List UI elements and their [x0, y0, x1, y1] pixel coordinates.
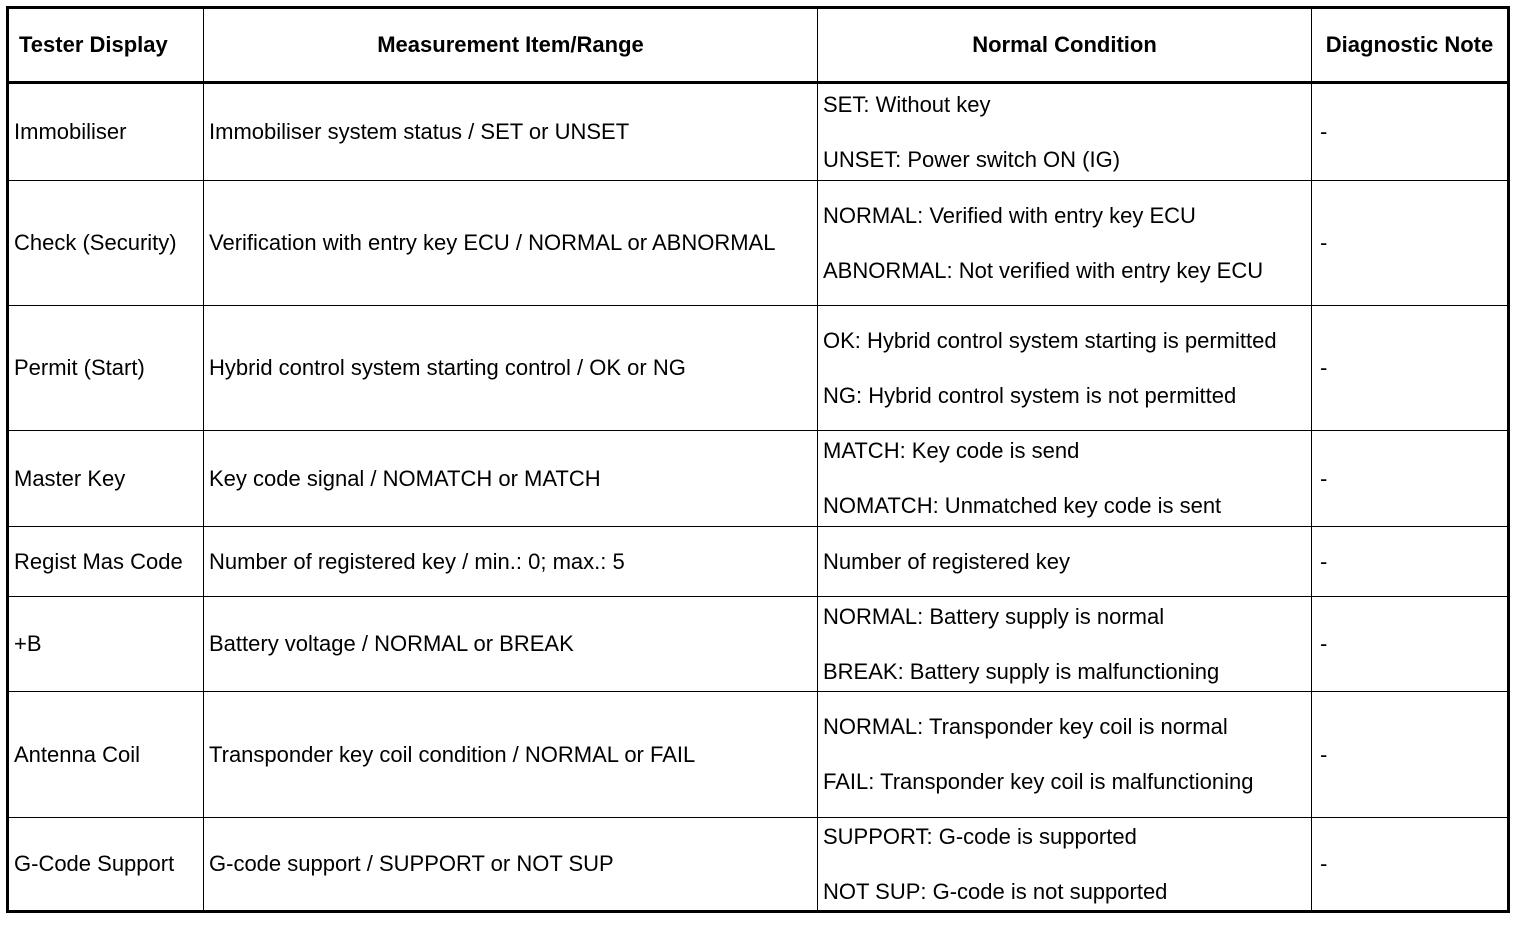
- table-row: +B Battery voltage / NORMAL or BREAK NOR…: [7, 596, 1509, 692]
- cell-tester-display: Immobiliser: [7, 82, 204, 181]
- table-row: G-Code Support G-code support / SUPPORT …: [7, 817, 1509, 912]
- cell-diagnostic-note: -: [1311, 305, 1509, 431]
- cell-measurement: Transponder key coil condition / NORMAL …: [203, 691, 818, 818]
- condition-line: Number of registered key: [823, 548, 1070, 574]
- cell-normal-condition: NORMAL: Verified with entry key ECU ABNO…: [817, 180, 1312, 306]
- cell-normal-condition: NORMAL: Transponder key coil is normal F…: [817, 691, 1312, 818]
- cell-measurement: Immobiliser system status / SET or UNSET: [203, 82, 818, 181]
- cell-diagnostic-note: -: [1311, 82, 1509, 181]
- header-normal-condition: Normal Condition: [817, 7, 1312, 84]
- cell-tester-display: G-Code Support: [7, 817, 204, 912]
- condition-line: NORMAL: Battery supply is normal: [823, 603, 1165, 629]
- cell-diagnostic-note: -: [1311, 180, 1509, 306]
- table-row: Immobiliser Immobiliser system status / …: [7, 82, 1509, 181]
- condition-line: NOT SUP: G-code is not supported: [823, 878, 1168, 904]
- cell-normal-condition: MATCH: Key code is send NOMATCH: Unmatch…: [817, 430, 1312, 527]
- table-row: Regist Mas Code Number of registered key…: [7, 526, 1509, 597]
- cell-tester-display: Antenna Coil: [7, 691, 204, 818]
- table-row: Check (Security) Verification with entry…: [7, 180, 1509, 306]
- cell-normal-condition: NORMAL: Battery supply is normal BREAK: …: [817, 596, 1312, 692]
- header-tester-display: Tester Display: [7, 7, 204, 84]
- cell-tester-display: Regist Mas Code: [7, 526, 204, 597]
- table-row: Permit (Start) Hybrid control system sta…: [7, 305, 1509, 431]
- table-row: Antenna Coil Transponder key coil condit…: [7, 691, 1509, 818]
- cell-tester-display: Permit (Start): [7, 305, 204, 431]
- condition-line: NG: Hybrid control system is not permitt…: [823, 382, 1237, 408]
- cell-diagnostic-note: -: [1311, 526, 1509, 597]
- cell-normal-condition: Number of registered key: [817, 526, 1312, 597]
- header-diagnostic-note: Diagnostic Note: [1311, 7, 1509, 84]
- condition-line: ABNORMAL: Not verified with entry key EC…: [823, 257, 1264, 283]
- cell-diagnostic-note: -: [1311, 817, 1509, 912]
- condition-line: NOMATCH: Unmatched key code is sent: [823, 493, 1222, 518]
- condition-line: NORMAL: Verified with entry key ECU: [823, 202, 1196, 228]
- cell-diagnostic-note: -: [1311, 691, 1509, 818]
- cell-normal-condition: OK: Hybrid control system starting is pe…: [817, 305, 1312, 431]
- cell-diagnostic-note: -: [1311, 430, 1509, 527]
- condition-line: OK: Hybrid control system starting is pe…: [823, 327, 1277, 353]
- condition-line: MATCH: Key code is send: [823, 438, 1080, 463]
- condition-line: SUPPORT: G-code is supported: [823, 823, 1137, 849]
- cell-diagnostic-note: -: [1311, 596, 1509, 692]
- condition-line: BREAK: Battery supply is malfunctioning: [823, 658, 1220, 684]
- condition-line: UNSET: Power switch ON (IG): [823, 146, 1121, 172]
- cell-normal-condition: SUPPORT: G-code is supported NOT SUP: G-…: [817, 817, 1312, 912]
- cell-tester-display: +B: [7, 596, 204, 692]
- cell-tester-display: Check (Security): [7, 180, 204, 306]
- condition-line: FAIL: Transponder key coil is malfunctio…: [823, 769, 1254, 794]
- cell-tester-display: Master Key: [7, 430, 204, 527]
- cell-measurement: G-code support / SUPPORT or NOT SUP: [203, 817, 818, 912]
- header-row: Tester Display Measurement Item/Range No…: [7, 7, 1509, 84]
- data-list-table: Tester Display Measurement Item/Range No…: [6, 6, 1510, 913]
- cell-measurement: Verification with entry key ECU / NORMAL…: [203, 180, 818, 306]
- cell-normal-condition: SET: Without key UNSET: Power switch ON …: [817, 82, 1312, 181]
- cell-measurement: Hybrid control system starting control /…: [203, 305, 818, 431]
- cell-measurement: Number of registered key / min.: 0; max.…: [203, 526, 818, 597]
- condition-line: NORMAL: Transponder key coil is normal: [823, 714, 1228, 739]
- table-row: Master Key Key code signal / NOMATCH or …: [7, 430, 1509, 527]
- header-measurement: Measurement Item/Range: [203, 7, 818, 84]
- condition-line: SET: Without key: [823, 91, 991, 117]
- cell-measurement: Key code signal / NOMATCH or MATCH: [203, 430, 818, 527]
- cell-measurement: Battery voltage / NORMAL or BREAK: [203, 596, 818, 692]
